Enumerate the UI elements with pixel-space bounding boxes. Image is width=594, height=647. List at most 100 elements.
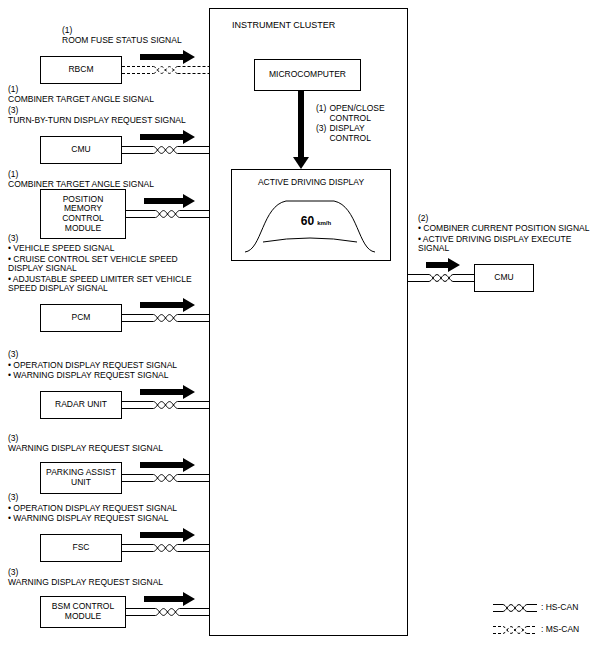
sample-twist (503, 605, 527, 612)
label-row: (3) (8, 234, 198, 244)
label-group: (2)• COMBINER CURRENT POSITION SIGNAL• A… (418, 214, 592, 255)
connector-group (122, 130, 209, 154)
callout-number: (3) (8, 350, 18, 360)
label-row: (3)DISPLAY CONTROL (316, 124, 404, 143)
label-group: (3)WARNING DISPLAY REQUEST SIGNAL (8, 434, 203, 455)
speed-readout: 60 (301, 215, 314, 228)
callout-number: (3) (316, 124, 326, 134)
microcomputer-box: MICROCOMPUTER (254, 59, 361, 91)
twisted-pair (154, 147, 178, 154)
connector-group (293, 91, 309, 169)
signal-name: • ACTIVE DRIVING DISPLAY EXECUTE SIGNAL (418, 235, 592, 254)
label-row: COMBINER TARGET ANGLE SIGNAL (8, 180, 203, 190)
module-box: RADAR UNIT (40, 391, 122, 419)
twisted-pair (156, 609, 180, 616)
node-label: CMU (494, 273, 513, 283)
label-row: (1) (8, 170, 203, 180)
label-group: 60km/h (281, 215, 351, 229)
label-row: (3) (8, 350, 203, 360)
callout-number: (2) (418, 214, 428, 224)
twisted-pair (154, 475, 178, 482)
twisted-pair (156, 211, 180, 218)
legend-sample (492, 601, 538, 615)
module-box: RBCM (40, 56, 122, 84)
label-group: (1)ROOM FUSE STATUS SIGNAL (62, 26, 202, 47)
module-box: BSM CONTROL MODULE (40, 596, 126, 627)
sample-twist (503, 627, 527, 634)
signal-name: • OPERATION DISPLAY REQUEST SIGNAL (8, 504, 177, 514)
hs-can-line (126, 211, 209, 218)
label-row: • WARNING DISPLAY REQUEST SIGNAL (8, 371, 203, 381)
signal-name: ROOM FUSE STATUS SIGNAL (62, 36, 182, 46)
label-row: (2) (418, 214, 592, 224)
signal-name: • VEHICLE SPEED SIGNAL (8, 244, 114, 254)
signal-arrow (140, 458, 195, 472)
instrument-cluster: INSTRUMENT CLUSTER MICROCOMPUTER ACTIVE DR… (209, 8, 408, 636)
label-row: • COMBINER CURRENT POSITION SIGNAL (418, 224, 592, 234)
label-row: TURN-BY-TURN DISPLAY REQUEST SIGNAL (8, 116, 203, 126)
connector-group (122, 385, 209, 409)
speed-readout: km/h (317, 220, 331, 227)
sample-line (493, 627, 537, 634)
connector-group (126, 592, 209, 616)
hs-can-line (122, 147, 209, 154)
signal-name: • ADJUSTABLE SPEED LIMITER SET VEHICLE S… (8, 275, 198, 294)
node-label: RADAR UNIT (55, 400, 107, 410)
control-arrow (298, 91, 304, 157)
node-label: BSM CONTROL MODULE (46, 602, 120, 621)
twisted-pair (154, 315, 178, 322)
node-label: ACTIVE DRIVING DISPLAY (232, 178, 390, 188)
twisted-pair (154, 545, 178, 552)
callout-number: (3) (8, 106, 18, 116)
display-illustration (245, 201, 375, 252)
label-row: WARNING DISPLAY REQUEST SIGNAL (8, 444, 203, 454)
signal-arrow (140, 50, 195, 64)
hs-can-line (122, 475, 209, 482)
twisted-pair (429, 275, 453, 282)
label-group: (3)WARNING DISPLAY REQUEST SIGNAL (8, 568, 203, 589)
signal-name: WARNING DISPLAY REQUEST SIGNAL (8, 444, 163, 454)
label-group: (1)OPEN/CLOSE CONTROL(3)DISPLAY CONTROL (316, 104, 404, 144)
connector-group (122, 298, 209, 322)
module-box: FSC (40, 534, 122, 562)
legend-text: : HS-CAN (541, 603, 578, 613)
signal-name: DISPLAY CONTROL (329, 124, 404, 143)
twisted-pair (429, 275, 453, 282)
connector-group (126, 194, 209, 218)
road-line (263, 238, 357, 242)
connector-layer (122, 50, 474, 616)
twisted-pair (156, 609, 180, 616)
signal-name: • CRUISE CONTROL SET VEHICLE SPEED DISPL… (8, 255, 198, 274)
signal-name: COMBINER TARGET ANGLE SIGNAL (8, 180, 154, 190)
twisted-pair (156, 211, 180, 218)
label-row: • VEHICLE SPEED SIGNAL (8, 244, 198, 254)
node-label: CMU (71, 145, 90, 155)
signal-arrow (140, 298, 195, 312)
node-label: PCM (72, 313, 91, 323)
connector-group (408, 258, 474, 282)
label-row: • CRUISE CONTROL SET VEHICLE SPEED DISPL… (8, 255, 198, 274)
node-label: FSC (73, 543, 90, 553)
twisted-pair (154, 402, 178, 409)
node-label: INSTRUMENT CLUSTER (232, 20, 335, 30)
label-row: WARNING DISPLAY REQUEST SIGNAL (8, 578, 203, 588)
signal-name: • WARNING DISPLAY REQUEST SIGNAL (8, 514, 168, 524)
connector-group (122, 50, 209, 74)
twisted-pair (154, 147, 178, 154)
legend-row: : MS-CAN (492, 619, 579, 641)
label-row: 60km/h (281, 215, 351, 228)
twisted-pair (154, 402, 178, 409)
node-label: MICROCOMPUTER (269, 70, 346, 80)
callout-number: (3) (8, 434, 18, 444)
label-row: • ACTIVE DRIVING DISPLAY EXECUTE SIGNAL (418, 235, 592, 254)
signal-name: COMBINER TARGET ANGLE SIGNAL (8, 95, 154, 105)
module-box: PARKING ASSIST UNIT (40, 462, 122, 493)
signal-name: OPEN/CLOSE CONTROL (329, 104, 404, 123)
label-row: • ADJUSTABLE SPEED LIMITER SET VEHICLE S… (8, 275, 198, 294)
label-group: (1)COMBINER TARGET ANGLE SIGNAL(3)TURN-B… (8, 85, 203, 127)
sample-line (493, 605, 537, 612)
connector-group (122, 528, 209, 552)
connector-group (122, 458, 209, 482)
label-row: (1) (62, 26, 202, 36)
sample-twist (503, 627, 527, 634)
